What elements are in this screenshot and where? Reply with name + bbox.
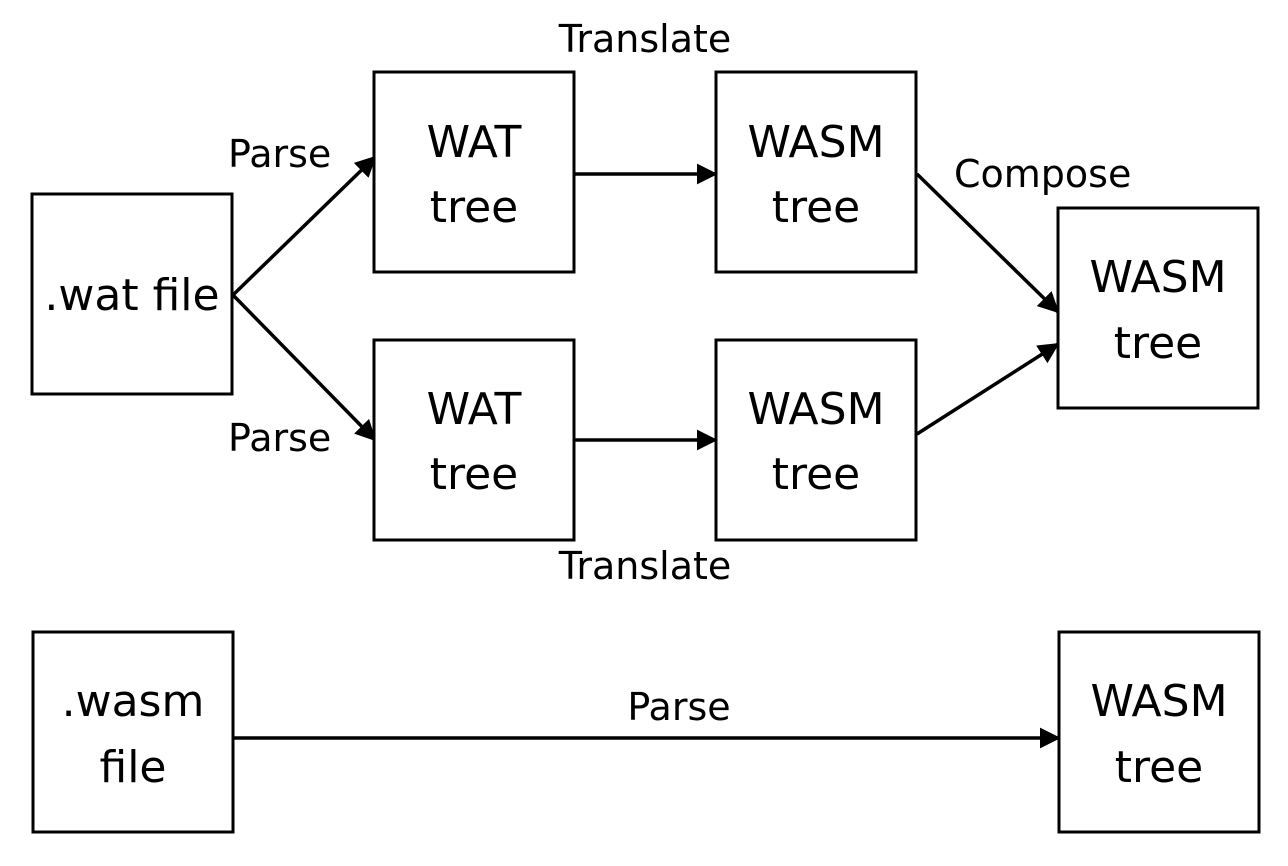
node-wasm-tree-top-line1: WASM <box>747 117 884 168</box>
node-wasm-file: .wasm file <box>31 630 235 834</box>
node-wasm-tree-parsed-line2: tree <box>1115 742 1204 793</box>
node-wasm-tree-top: WASM tree <box>714 70 918 274</box>
edge-parse-top <box>231 155 377 297</box>
node-wat-file-label: .wat file <box>44 270 219 321</box>
node-wasm-file-line1: .wasm <box>62 676 205 727</box>
edge-parse-bottom <box>231 293 377 442</box>
edge-label-translate-top: Translate <box>558 17 732 61</box>
edge-label-parse-top: Parse <box>228 132 331 176</box>
node-wasm-tree-bottom-line1: WASM <box>747 384 884 435</box>
edge-label-compose: Compose <box>954 152 1131 196</box>
node-wat-file: .wat file <box>30 192 234 396</box>
node-wasm-tree-bottom: WASM tree <box>714 338 918 542</box>
node-wasm-tree-composed: WASM tree <box>1056 206 1260 410</box>
edge-compose-bottom <box>916 342 1060 436</box>
node-wasm-tree-bottom-line2: tree <box>772 449 861 500</box>
node-wasm-tree-parsed: WASM tree <box>1057 630 1261 834</box>
node-wat-tree-top-line2: tree <box>430 182 519 233</box>
node-wat-tree-top: WAT tree <box>372 70 576 274</box>
node-wasm-tree-composed-line1: WASM <box>1089 252 1226 303</box>
edge-label-parse-wasm: Parse <box>627 685 730 729</box>
edge-label-parse-bottom: Parse <box>228 416 331 460</box>
node-wat-tree-bottom-line1: WAT <box>427 384 522 435</box>
node-wat-tree-bottom: WAT tree <box>372 338 576 542</box>
node-wat-tree-bottom-line2: tree <box>430 449 519 500</box>
edge-compose-top <box>915 172 1060 314</box>
edge-label-translate-bottom: Translate <box>558 544 732 588</box>
node-wasm-tree-top-line2: tree <box>772 182 861 233</box>
node-wasm-tree-parsed-line1: WASM <box>1090 676 1227 727</box>
node-wasm-file-line2: file <box>99 742 166 793</box>
node-wasm-tree-composed-line2: tree <box>1114 318 1203 369</box>
node-wat-tree-top-line1: WAT <box>427 117 522 168</box>
